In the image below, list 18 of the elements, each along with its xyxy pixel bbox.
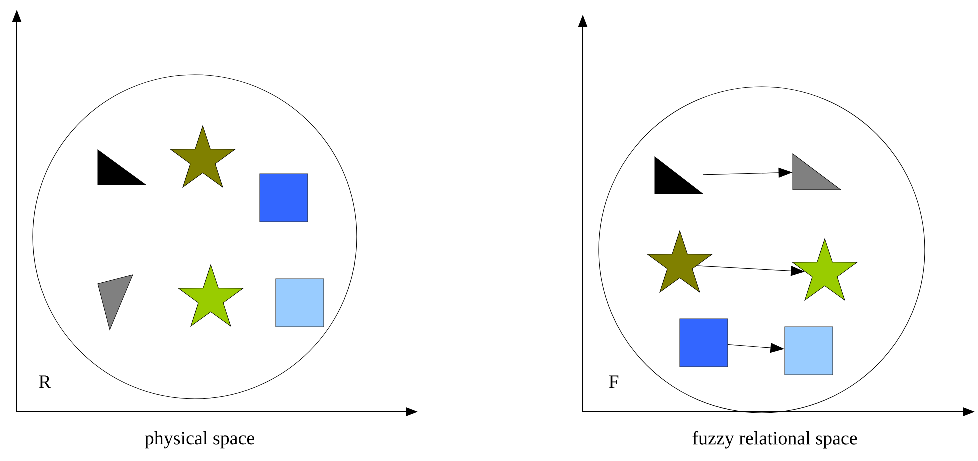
circle-outline: [32, 74, 358, 400]
text-label: R: [39, 376, 52, 388]
star-shape: [792, 238, 858, 301]
triangle-shape: [654, 156, 704, 194]
triangle-shape: [792, 154, 842, 190]
star-shape: [170, 126, 236, 188]
triangle-shape: [98, 150, 146, 186]
triangle-shape: [98, 274, 134, 330]
circle-outline: [598, 86, 926, 414]
text-label: fuzzy relational space: [692, 431, 858, 449]
square-shape: [680, 318, 728, 368]
star-shape: [178, 264, 244, 327]
text-label: physical space: [145, 431, 254, 449]
square-shape: [260, 174, 308, 222]
square-shape: [276, 278, 324, 328]
square-shape: [784, 326, 834, 376]
star-shape: [647, 230, 713, 293]
text-label: F: [609, 376, 619, 388]
